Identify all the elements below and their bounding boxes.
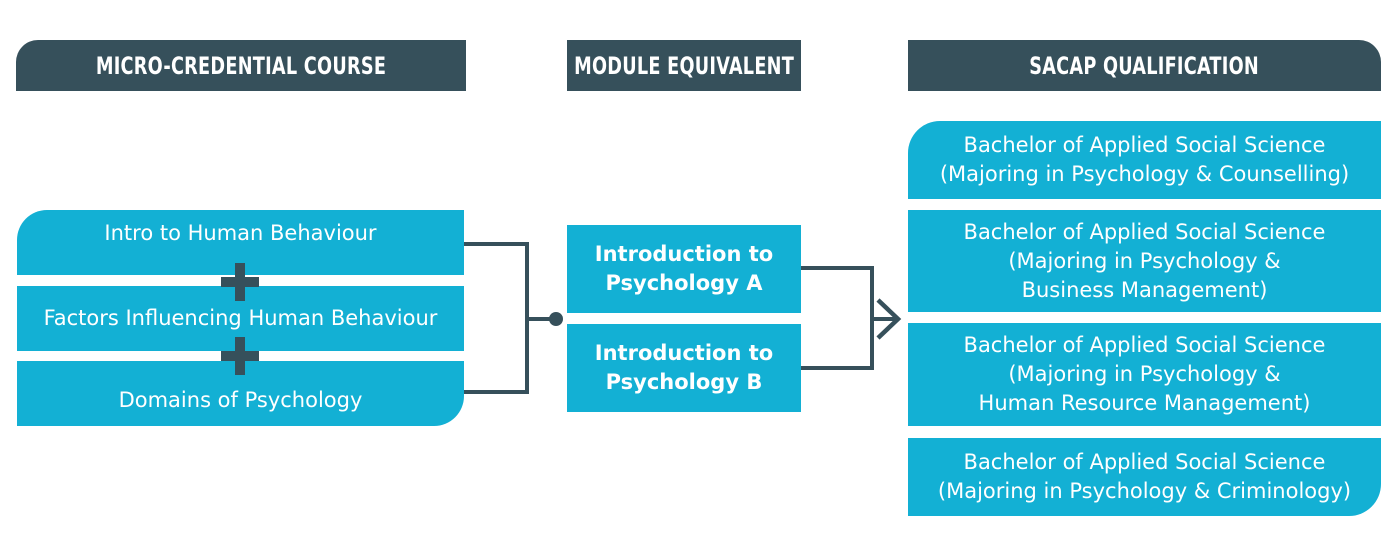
connector-right-bracket (801, 266, 874, 370)
qualification-psychology-human-resource-management: Bachelor of Applied Social Science (Majo… (908, 323, 1381, 426)
header-micro-credential-course: MICRO-CREDENTIAL COURSE (16, 40, 466, 91)
course-label: Factors Influencing Human Behaviour (43, 306, 438, 330)
module-introduction-to-psychology-a: Introduction to Psychology A (567, 225, 801, 313)
header-micro-credential-label: MICRO-CREDENTIAL COURSE (95, 51, 387, 80)
qualification-psychology-business-management: Bachelor of Applied Social Science (Majo… (908, 210, 1381, 312)
qualification-label: Bachelor of Applied Social Science (Majo… (937, 450, 1352, 503)
module-label: Introduction to Psychology A (594, 242, 774, 295)
arrow-head-icon (876, 298, 902, 340)
course-label: Domains of Psychology (118, 388, 363, 412)
module-introduction-to-psychology-b: Introduction to Psychology B (567, 324, 801, 412)
qualification-label: Bachelor of Applied Social Science (Majo… (963, 333, 1326, 415)
header-sacap-qualification-label: SACAP QUALIFICATION (1029, 51, 1260, 80)
header-sacap-qualification: SACAP QUALIFICATION (908, 40, 1381, 91)
qualification-label: Bachelor of Applied Social Science (Majo… (963, 219, 1326, 302)
module-label: Introduction to Psychology B (594, 341, 774, 394)
course-label: Intro to Human Behaviour (104, 221, 377, 245)
qualification-psychology-counselling: Bachelor of Applied Social Science (Majo… (908, 121, 1381, 199)
plus-icon (221, 263, 259, 301)
qualification-psychology-criminology: Bachelor of Applied Social Science (Majo… (908, 438, 1381, 516)
qualification-label: Bachelor of Applied Social Science (Majo… (939, 133, 1350, 186)
connector-left-bracket (464, 242, 529, 394)
plus-icon (221, 337, 259, 375)
header-module-equivalent: MODULE EQUIVALENT (567, 40, 801, 91)
junction-dot-icon (549, 312, 563, 326)
header-module-equivalent-label: MODULE EQUIVALENT (574, 51, 794, 80)
